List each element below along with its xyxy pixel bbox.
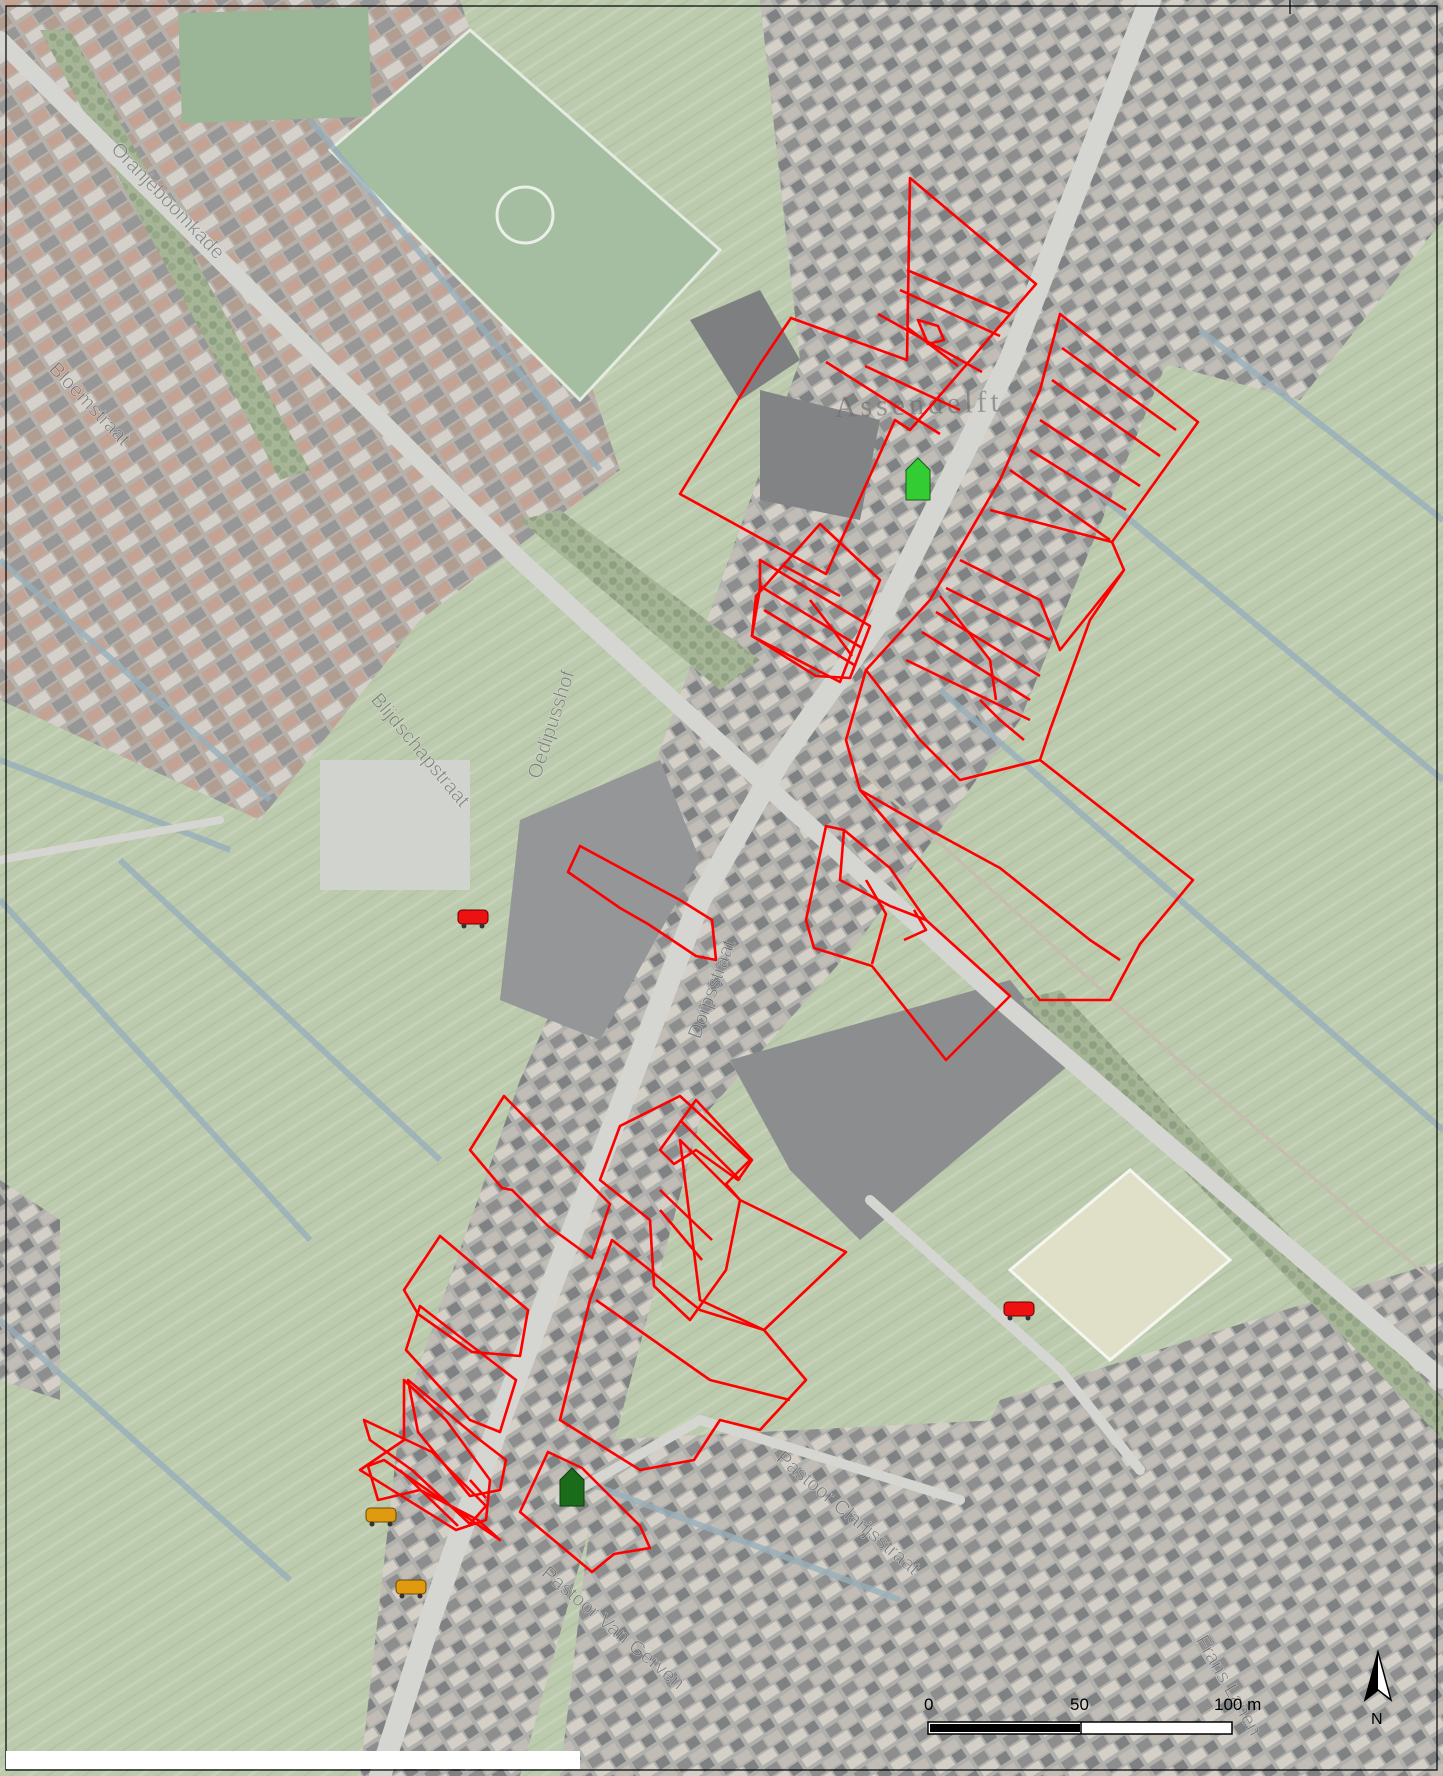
parcel-divider bbox=[899, 288, 1001, 338]
house-icon[interactable] bbox=[559, 1467, 585, 1507]
hall-building bbox=[690, 290, 800, 400]
parcel-divider bbox=[938, 595, 998, 701]
parcel-group-south bbox=[358, 1094, 848, 1574]
residential-area-se bbox=[900, 1260, 1443, 1776]
parcel-divider bbox=[1029, 448, 1127, 512]
rail-line bbox=[858, 768, 1443, 1292]
parcel-divider bbox=[763, 608, 857, 668]
parcel-divider bbox=[907, 326, 959, 368]
parcel-outline[interactable] bbox=[678, 176, 1038, 576]
industrial-area-ne bbox=[1100, 0, 1443, 400]
large-building-se bbox=[730, 980, 1075, 1240]
parcel-divider bbox=[783, 564, 841, 598]
parcel-divider bbox=[1051, 378, 1161, 458]
village-core bbox=[360, 0, 1300, 1776]
parcel-outline[interactable] bbox=[468, 1094, 612, 1260]
parcel-divider bbox=[959, 558, 1126, 652]
parcel-outline[interactable] bbox=[518, 1450, 652, 1574]
scale-label-100: 100 m bbox=[1214, 1695, 1261, 1714]
parcel-group-centre bbox=[566, 824, 1012, 1062]
parcel-group-north bbox=[678, 176, 1038, 684]
parcel-divider bbox=[979, 699, 1025, 741]
parcel-outline[interactable] bbox=[750, 558, 872, 680]
parcel-divider bbox=[859, 788, 1121, 962]
parcel-group-east bbox=[844, 312, 1200, 1002]
parcel-divider bbox=[906, 268, 1011, 316]
parcel-outline[interactable] bbox=[558, 1238, 808, 1472]
parcel-outline[interactable] bbox=[678, 1138, 848, 1332]
parcel-divider bbox=[935, 610, 1041, 678]
parcel-divider bbox=[808, 599, 854, 657]
parcel-divider bbox=[1009, 468, 1111, 542]
bus-icon[interactable] bbox=[457, 909, 489, 929]
parcel-outline[interactable] bbox=[406, 1378, 508, 1498]
parcel-divider bbox=[989, 508, 1113, 544]
football-pitch bbox=[327, 28, 723, 403]
tennis-court bbox=[1007, 1168, 1233, 1362]
parcel-divider bbox=[864, 669, 1041, 782]
parcel-outline[interactable] bbox=[404, 1304, 518, 1434]
parcel-outline[interactable] bbox=[566, 844, 718, 962]
parcel-outline[interactable] bbox=[402, 1234, 530, 1358]
parcel-outline[interactable] bbox=[844, 312, 1200, 1002]
parcel-divider bbox=[945, 586, 1051, 642]
parcel-divider bbox=[759, 584, 863, 650]
church-building bbox=[500, 760, 700, 1040]
parcel-divider bbox=[399, 1469, 459, 1527]
bus-icon[interactable] bbox=[365, 1507, 397, 1527]
parcel-divider bbox=[905, 658, 1031, 722]
building-assendelft bbox=[760, 390, 880, 520]
cemetery bbox=[320, 760, 470, 890]
tree-row-2 bbox=[520, 510, 760, 690]
bus-icon[interactable] bbox=[395, 1579, 427, 1599]
parcel-divider bbox=[838, 829, 927, 922]
scale-label-0: 0 bbox=[924, 1695, 933, 1714]
bus-icon[interactable] bbox=[1003, 1301, 1035, 1321]
houses-sw bbox=[0, 1180, 60, 1400]
scale-label-50: 50 bbox=[1070, 1695, 1089, 1714]
scale-bar: 0 50 100 m bbox=[924, 1695, 1261, 1735]
parcel-outline[interactable] bbox=[804, 824, 1012, 1062]
field-sw bbox=[0, 1100, 300, 1776]
parcel-outline[interactable] bbox=[750, 522, 882, 684]
north-label: N bbox=[1371, 1711, 1383, 1728]
residential-area-south bbox=[560, 1420, 1000, 1776]
parcel-outline[interactable] bbox=[598, 1094, 752, 1322]
sports-field-1 bbox=[178, 6, 372, 124]
centre-circle bbox=[495, 185, 555, 245]
house-icon[interactable] bbox=[905, 457, 931, 501]
parcel-divider bbox=[921, 630, 1031, 702]
parcel-divider bbox=[659, 1189, 713, 1241]
parcel-divider bbox=[903, 909, 928, 942]
parcel-divider bbox=[864, 364, 961, 412]
parcel-divider bbox=[864, 879, 888, 965]
parcel-divider bbox=[595, 1298, 791, 1402]
parcel-divider bbox=[1061, 346, 1177, 432]
parcel-divider bbox=[469, 1479, 487, 1499]
parcel-divider bbox=[825, 360, 941, 436]
parcel-divider bbox=[1039, 418, 1141, 488]
parcel-outline[interactable] bbox=[916, 318, 946, 346]
parcel-outline[interactable] bbox=[658, 1098, 754, 1182]
north-arrow-icon: N bbox=[1363, 1649, 1393, 1728]
parcel-divider bbox=[679, 1119, 741, 1181]
parcel-outline[interactable] bbox=[358, 1378, 492, 1532]
map-border bbox=[5, 5, 1438, 1771]
